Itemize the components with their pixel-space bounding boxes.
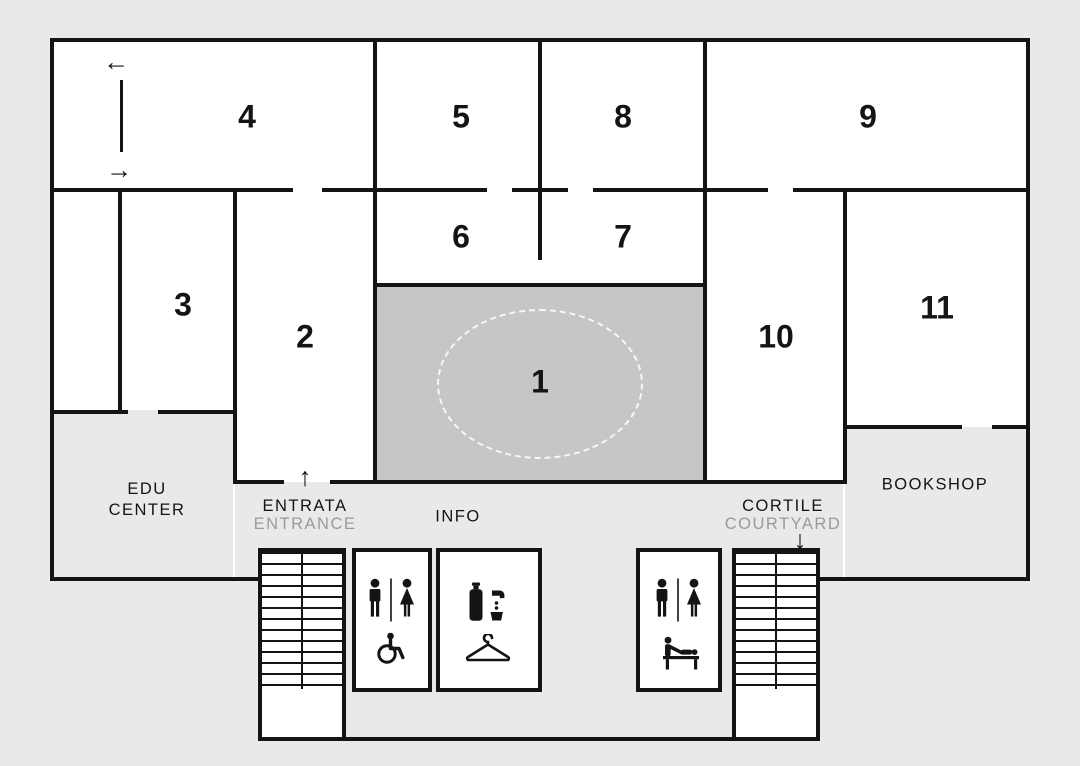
enter-right-arrow-icon: → xyxy=(106,154,132,185)
wall xyxy=(50,38,54,581)
wall xyxy=(373,38,377,484)
stair-divider xyxy=(775,552,777,689)
room-5-number: 5 xyxy=(452,98,470,135)
courtyard-label-it: CORTILE xyxy=(742,497,824,515)
male-icon xyxy=(369,578,381,617)
wall xyxy=(818,577,1030,581)
room-11-number: 11 xyxy=(920,289,954,326)
wall xyxy=(816,548,820,741)
female-icon xyxy=(400,578,414,617)
wall xyxy=(54,188,293,192)
wall xyxy=(538,38,542,260)
wall xyxy=(322,188,487,192)
wall xyxy=(158,410,237,414)
wall xyxy=(233,188,237,484)
wheelchair-icon xyxy=(377,632,405,664)
edu-center-line2: CENTER xyxy=(108,501,186,519)
wall xyxy=(793,188,1026,192)
exit-left-arrow-icon: ← xyxy=(103,46,129,77)
services-room xyxy=(436,548,542,692)
restroom-icon xyxy=(656,578,701,622)
female-icon xyxy=(687,578,701,617)
wall xyxy=(843,425,962,429)
room-10-number: 10 xyxy=(758,318,794,355)
room-8-number: 8 xyxy=(614,98,632,135)
info-label: INFO xyxy=(435,507,481,526)
wall xyxy=(843,188,847,484)
room-7-number: 7 xyxy=(614,218,632,255)
bookshop-area xyxy=(845,427,1026,577)
wc-room-right xyxy=(636,548,722,692)
wall xyxy=(233,480,284,484)
wall xyxy=(258,548,262,741)
edu-center-line1: EDU xyxy=(127,480,167,498)
wall xyxy=(1026,38,1030,581)
divider-line xyxy=(677,578,679,622)
wall xyxy=(54,410,128,414)
entrance-up-arrow-icon: ↑ xyxy=(298,461,312,492)
bookshop-label: BOOKSHOP xyxy=(881,475,989,494)
wall xyxy=(992,425,1026,429)
room-3-number: 3 xyxy=(174,286,192,323)
water-refill-icon xyxy=(469,582,505,621)
room-4-number: 4 xyxy=(238,98,256,135)
wall xyxy=(330,480,377,484)
wall xyxy=(593,188,768,192)
wc-room-left xyxy=(352,548,432,692)
room-9-number: 9 xyxy=(859,98,877,135)
room-1-number: 1 xyxy=(531,363,549,400)
baby-changing-icon xyxy=(663,636,699,670)
stair-divider xyxy=(301,552,303,689)
edu-center-area xyxy=(54,410,233,577)
wall xyxy=(703,38,707,484)
courtyard-down-arrow-icon: ↓ xyxy=(793,524,807,555)
stairs-left xyxy=(258,548,346,741)
room-2-number: 2 xyxy=(296,318,314,355)
courtyard-label: CORTILE COURTYARD xyxy=(725,497,841,533)
entrance-label-it: ENTRATA xyxy=(262,497,348,515)
divider-line xyxy=(390,578,392,622)
wall xyxy=(120,80,123,152)
room-6-number: 6 xyxy=(452,218,470,255)
edu-center-label: EDU CENTER xyxy=(109,479,186,521)
oval-outline xyxy=(437,309,643,459)
restroom-icon xyxy=(369,578,414,622)
stairs-right xyxy=(732,548,820,741)
wall xyxy=(703,480,847,484)
wall xyxy=(258,737,820,741)
hanger-icon xyxy=(465,634,511,662)
wall xyxy=(50,577,262,581)
entrance-label: ENTRATA ENTRANCE xyxy=(254,497,357,533)
wall xyxy=(118,188,122,414)
courtyard-label-en: COURTYARD xyxy=(724,515,842,533)
entrance-label-en: ENTRANCE xyxy=(253,515,357,533)
male-icon xyxy=(656,578,668,617)
